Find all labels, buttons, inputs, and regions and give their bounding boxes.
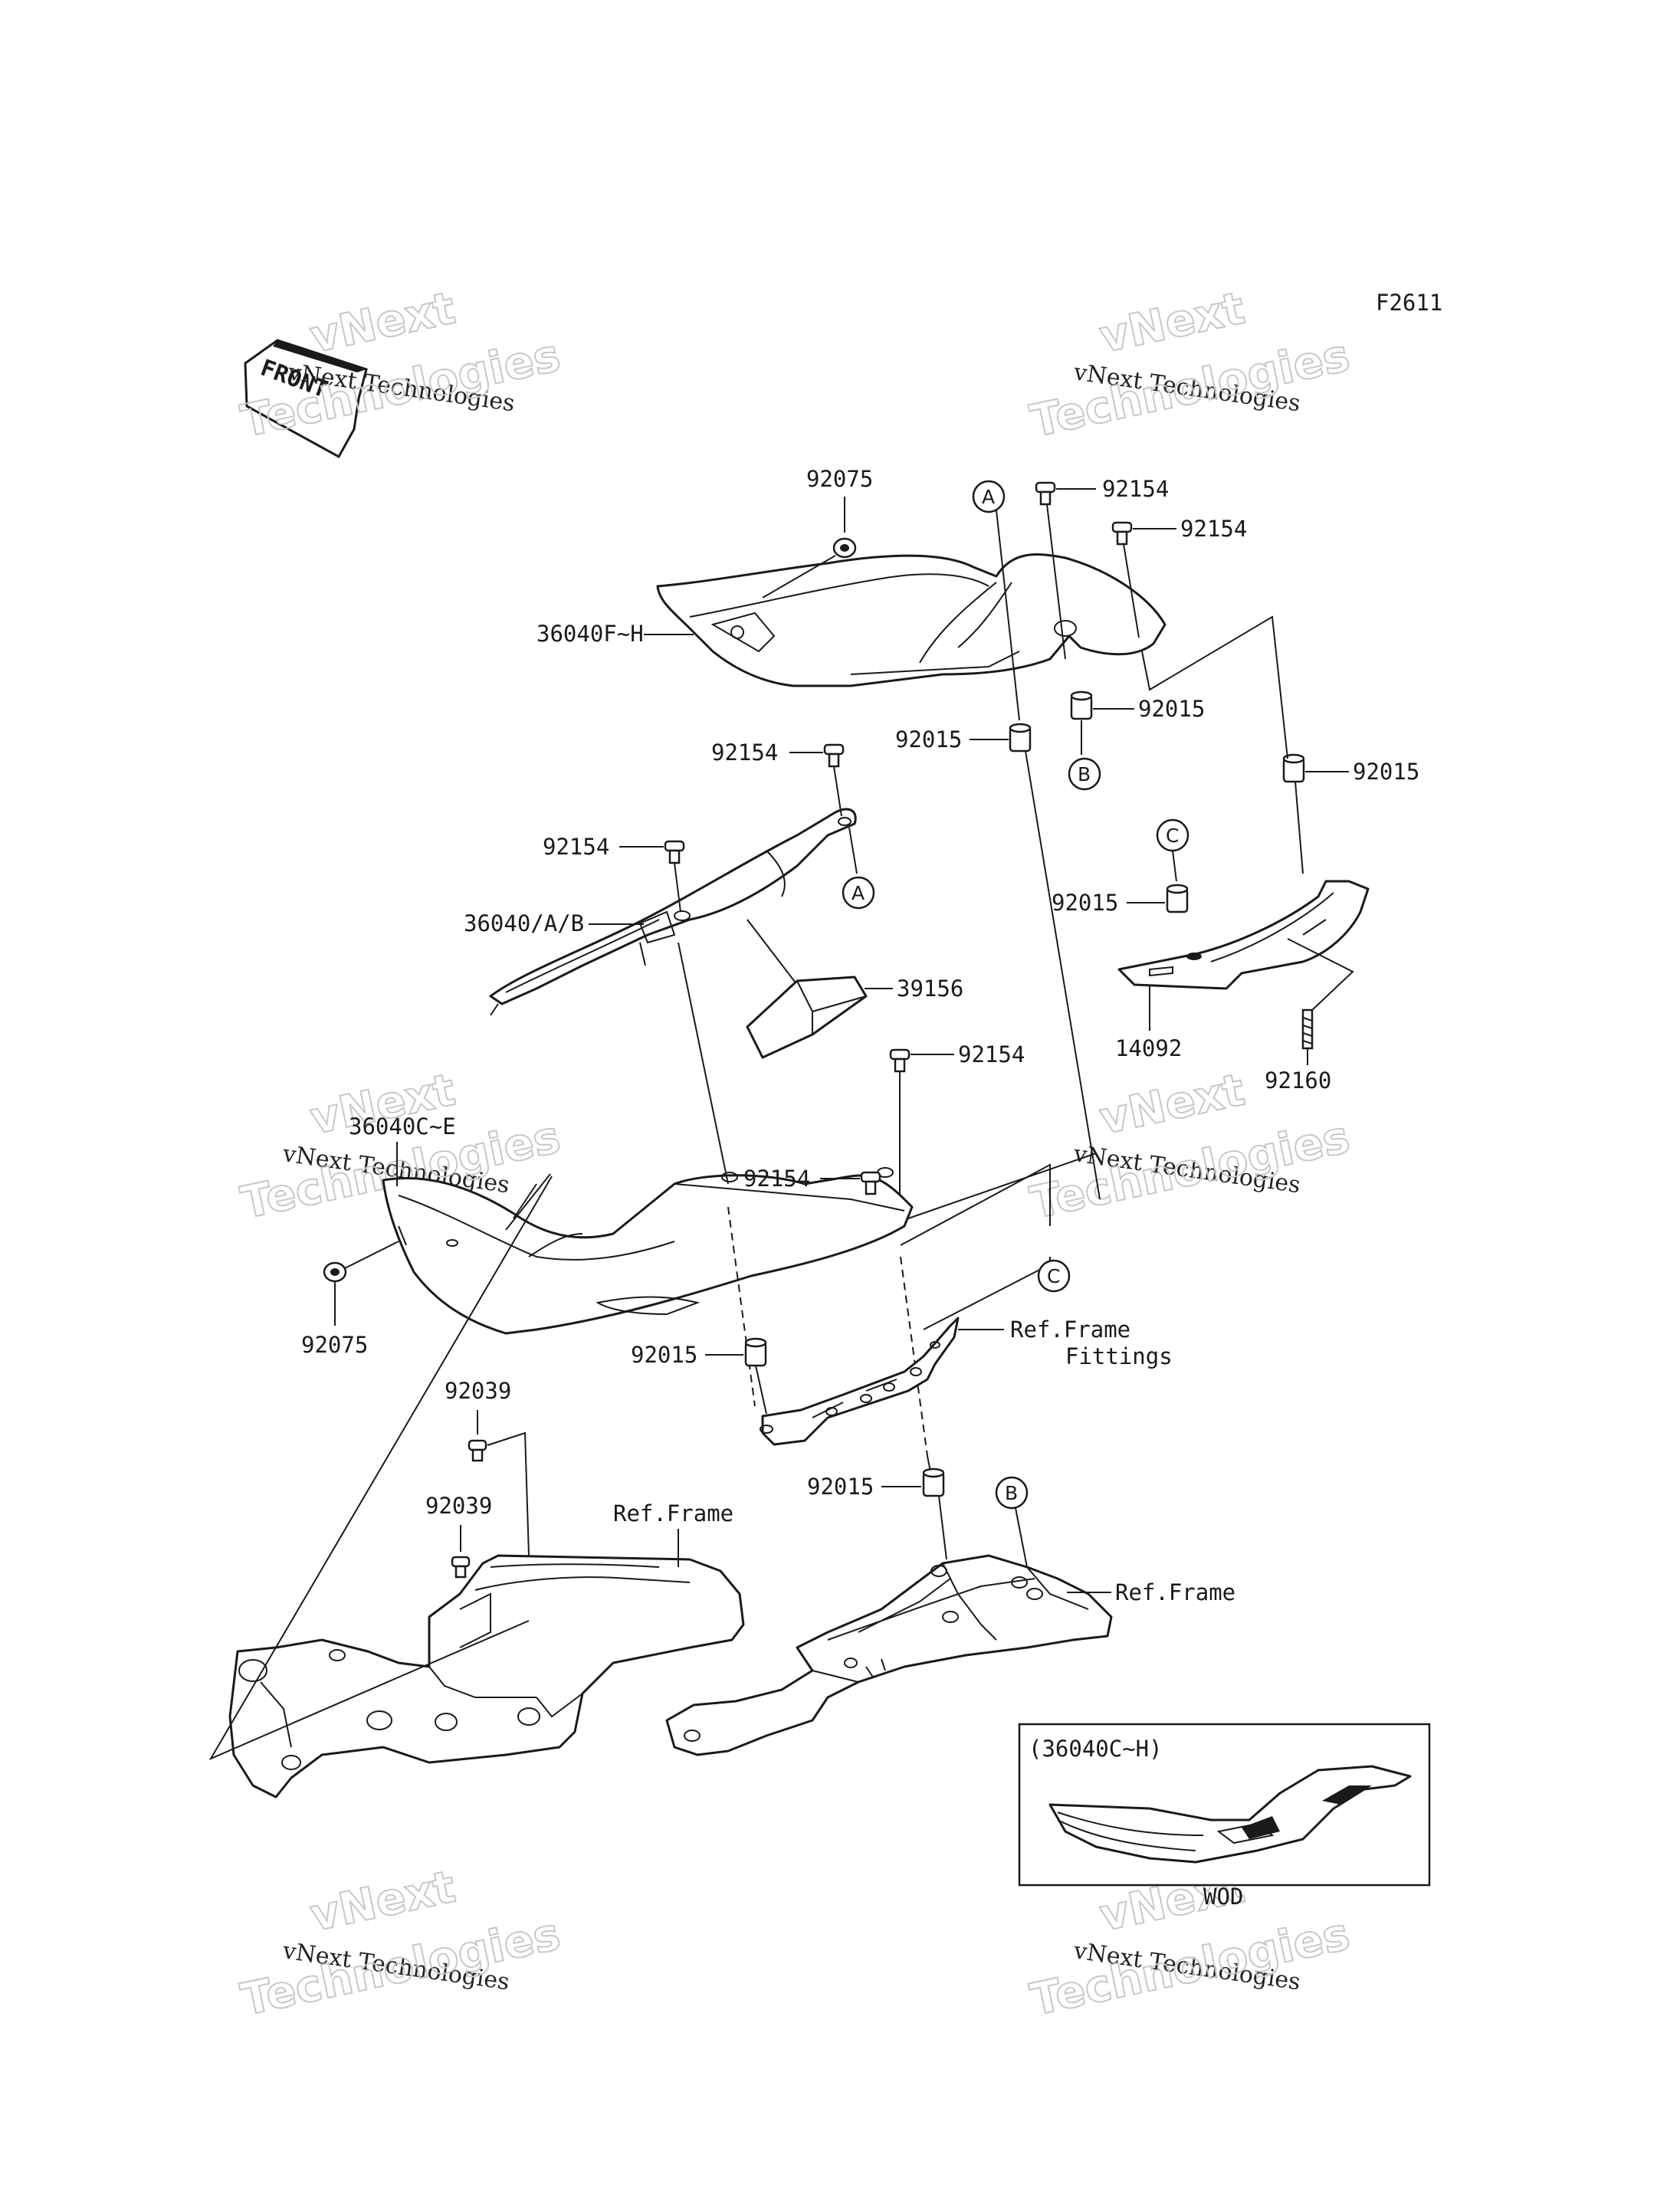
callout-b-bottom: B	[995, 1476, 1029, 1568]
collar-92015-b: 92015	[895, 723, 1101, 1200]
watermark-bottom-left: vNext vNext Technologies Technologies	[236, 1860, 566, 2027]
svg-text:vNext: vNext	[306, 282, 460, 363]
label-92154-c: 92154	[711, 739, 778, 766]
grommet-92075-top: 92075	[762, 466, 873, 598]
right-frame	[665, 1554, 1113, 1756]
svg-text:A: A	[982, 486, 995, 508]
svg-text:C: C	[1166, 825, 1179, 847]
callout-a-top: A	[972, 480, 1020, 721]
left-frame	[228, 1554, 745, 1799]
watermark-top-right: vNext vNext Technologies Technologies	[1025, 281, 1355, 448]
svg-text:Technologies: Technologies	[1026, 329, 1354, 447]
svg-text:B: B	[1005, 1482, 1018, 1504]
spring-92160: 92160	[1265, 938, 1354, 1094]
screw-92154-e: 92154	[889, 1041, 1025, 1195]
leader-bracket-to-lower	[678, 942, 729, 1185]
svg-text:A: A	[851, 882, 865, 904]
upper-seat-cover	[656, 553, 1166, 687]
inset-variant-box: (36040C~H) WOD	[1018, 1723, 1431, 1910]
label-92154-a: 92154	[1102, 476, 1169, 502]
label-39156: 39156	[897, 976, 963, 1002]
callout-c-top: C	[1156, 818, 1189, 882]
label-ref-frame-left-group: Ref.Frame	[613, 1500, 733, 1567]
dashed-guide-left	[727, 1206, 756, 1407]
svg-text:Technologies: Technologies	[1026, 1907, 1354, 2025]
frame-fittings-bracket: Ref.Frame Fittings	[760, 1317, 1173, 1446]
label-92015-e: 92015	[631, 1342, 697, 1368]
callout-c-mid: C	[1037, 1259, 1071, 1293]
screw-92154-a: 92154	[1035, 476, 1169, 660]
svg-text:C: C	[1047, 1265, 1060, 1287]
label-92015-b: 92015	[895, 726, 962, 753]
label-92154-e: 92154	[958, 1041, 1025, 1067]
screw-92154-f: 92154	[743, 1166, 881, 1195]
label-ref-frame-fittings-2: Fittings	[1065, 1343, 1173, 1369]
callout-a-mid: A	[842, 827, 875, 910]
screw-92154-c: 92154	[711, 739, 845, 817]
grommet-92075-bottom: 92075	[301, 1241, 399, 1358]
svg-text:Technologies: Technologies	[237, 1907, 565, 2025]
label-36040F-H-group: 36040F~H	[536, 621, 694, 647]
label-92039-a: 92039	[445, 1378, 511, 1404]
svg-text:B: B	[1078, 763, 1091, 785]
label-92015-d: 92015	[1052, 890, 1118, 916]
label-92075-top: 92075	[806, 466, 873, 492]
screw-92154-b: 92154	[1111, 516, 1247, 638]
label-14092: 14092	[1115, 1035, 1182, 1061]
label-92160: 92160	[1265, 1067, 1331, 1094]
collar-92015-d: 92015	[1052, 884, 1189, 916]
label-ref-frame-fittings-1: Ref.Frame	[1010, 1317, 1130, 1343]
label-36040-A-B-group: 36040/A/B	[464, 910, 644, 936]
dashed-guide-right	[900, 1256, 928, 1457]
label-92039-b: 92039	[425, 1493, 492, 1519]
inset-title: (36040C~H)	[1029, 1736, 1163, 1762]
collar-92015-a: 92015	[1070, 690, 1205, 722]
svg-text:vNext: vNext	[1095, 282, 1249, 363]
label-ref-frame-right: Ref.Frame	[1115, 1579, 1235, 1605]
label-92154-f: 92154	[743, 1166, 810, 1192]
pad-39156: 39156	[746, 919, 963, 1059]
screw-92039-a: 92039	[445, 1378, 530, 1556]
inner-bracket-36040	[489, 808, 857, 1016]
front-arrow-icon: FRONT	[244, 339, 368, 459]
label-36040F-H: 36040F~H	[536, 621, 644, 647]
screw-92154-d: 92154	[543, 834, 685, 913]
label-92154-b: 92154	[1180, 516, 1247, 542]
label-92015-c: 92015	[1353, 759, 1419, 785]
diagram-code: F2611	[1376, 290, 1442, 316]
lower-side-cover	[382, 1167, 914, 1335]
leader-v-left	[208, 1176, 553, 1761]
label-92154-d: 92154	[543, 834, 609, 860]
svg-text:Technologies: Technologies	[1026, 1110, 1354, 1228]
label-92075-bottom: 92075	[301, 1332, 368, 1358]
label-36040-A-B: 36040/A/B	[464, 910, 584, 936]
screw-92039-b: 92039	[425, 1493, 492, 1579]
collar-92015-e: 92015	[631, 1337, 767, 1415]
right-trim-14092: 14092	[1115, 880, 1370, 1061]
svg-text:vNext: vNext	[306, 1861, 460, 1942]
leader-cover-to-callout-c	[900, 1153, 1097, 1246]
inset-caption: WOD	[1203, 1884, 1243, 1910]
collar-92015-c: 92015	[1282, 753, 1419, 874]
svg-text:vNext: vNext	[1095, 1064, 1249, 1145]
collar-92015-f: 92015	[807, 1467, 947, 1560]
label-36040C-E-group: 36040C~E	[349, 1113, 551, 1231]
label-92015-f: 92015	[807, 1474, 874, 1500]
label-ref-frame-left: Ref.Frame	[613, 1500, 733, 1526]
leader-v-right	[1141, 615, 1288, 759]
label-92015-a: 92015	[1138, 696, 1205, 722]
callout-b-top: B	[1068, 720, 1101, 791]
label-ref-frame-right-group: Ref.Frame	[1067, 1579, 1235, 1605]
label-36040C-E: 36040C~E	[349, 1113, 456, 1139]
